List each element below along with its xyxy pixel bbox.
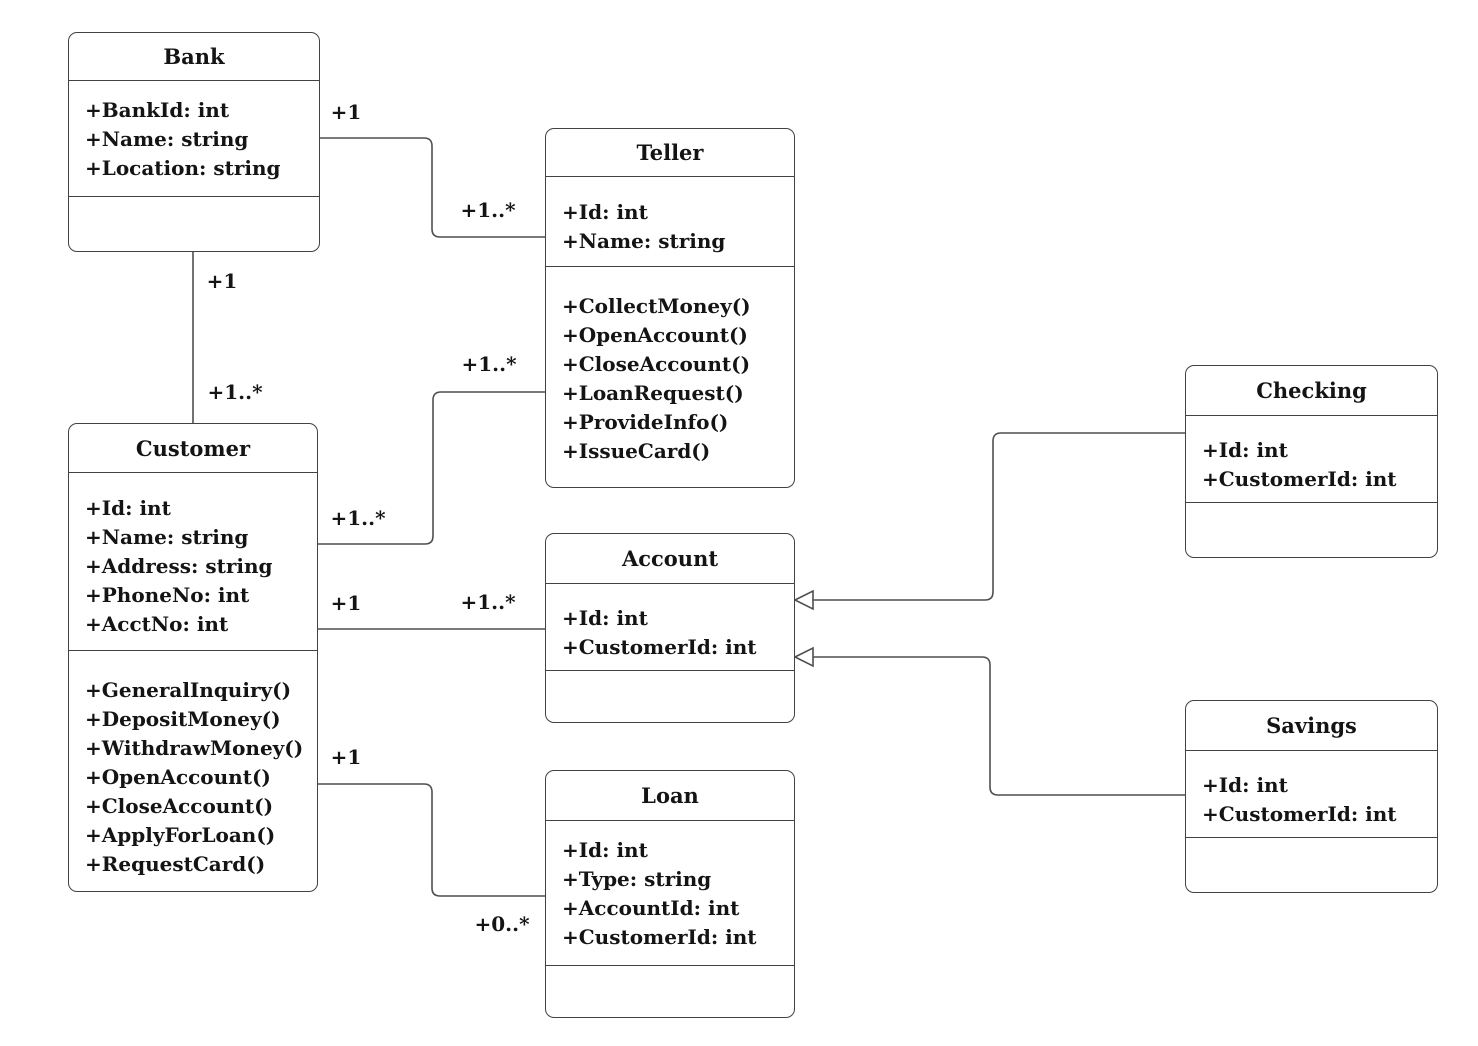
multiplicity-customer-account-source: +1 [330, 591, 362, 615]
attributes-compartment-savings: +Id: int +CustomerId: int [1186, 751, 1437, 838]
method-line: +WithdrawMoney() [85, 736, 304, 760]
attributes-compartment-account: +Id: int +CustomerId: int [546, 584, 794, 671]
method-line: +DepositMoney() [85, 707, 281, 731]
attribute-line: +Id: int [562, 838, 648, 862]
attributes-compartment-loan: +Id: int +Type: string +AccountId: int +… [546, 821, 794, 966]
multiplicity-customer-loan-target: +0..* [474, 912, 530, 936]
methods-compartment-account [546, 671, 794, 722]
multiplicity-bank-customer-target: +1..* [207, 380, 263, 404]
attributes-compartment-bank: +BankId: int +Name: string +Location: st… [69, 81, 319, 197]
generalization-checking-account [813, 432, 1185, 601]
class-box-account: Account +Id: int +CustomerId: int [545, 533, 795, 723]
method-line: +ApplyForLoan() [85, 823, 276, 847]
method-line: +IssueCard() [562, 439, 711, 463]
class-title-savings: Savings [1186, 701, 1437, 751]
class-box-teller: Teller +Id: int +Name: string +CollectMo… [545, 128, 795, 488]
attributes-compartment-customer: +Id: int +Name: string +Address: string … [69, 473, 317, 651]
multiplicity-customer-account-target: +1..* [460, 590, 516, 614]
attribute-line: +CustomerId: int [1202, 467, 1397, 491]
attribute-line: +Name: string [85, 127, 249, 151]
attribute-line: +Id: int [85, 496, 171, 520]
multiplicity-bank-teller-source: +1 [330, 100, 362, 124]
class-box-customer: Customer +Id: int +Name: string +Address… [68, 423, 318, 892]
methods-compartment-customer: +GeneralInquiry() +DepositMoney() +Withd… [69, 651, 317, 891]
methods-compartment-loan [546, 966, 794, 1017]
class-title-bank: Bank [69, 33, 319, 81]
class-box-bank: Bank +BankId: int +Name: string +Locatio… [68, 32, 320, 252]
attribute-line: +Id: int [1202, 438, 1288, 462]
generalization-arrowhead-savings [793, 646, 814, 668]
generalization-savings-account [813, 656, 1185, 796]
attribute-line: +Id: int [562, 200, 648, 224]
attribute-line: +Type: string [562, 867, 712, 891]
attribute-line: +CustomerId: int [562, 635, 757, 659]
class-box-checking: Checking +Id: int +CustomerId: int [1185, 365, 1438, 558]
method-line: +CloseAccount() [562, 352, 751, 376]
attribute-line: +PhoneNo: int [85, 583, 250, 607]
method-line: +RequestCard() [85, 852, 266, 876]
association-customer-loan [318, 783, 545, 897]
multiplicity-customer-teller-source: +1..* [330, 506, 386, 530]
method-line: +ProvideInfo() [562, 410, 729, 434]
attributes-compartment-checking: +Id: int +CustomerId: int [1186, 416, 1437, 503]
class-title-account: Account [546, 534, 794, 584]
attribute-line: +Name: string [562, 229, 726, 253]
class-title-checking: Checking [1186, 366, 1437, 416]
class-title-customer: Customer [69, 424, 317, 473]
methods-compartment-teller: +CollectMoney() +OpenAccount() +CloseAcc… [546, 267, 794, 487]
attribute-line: +Location: string [85, 156, 281, 180]
multiplicity-bank-customer-source: +1 [206, 269, 238, 293]
attribute-line: +BankId: int [85, 98, 230, 122]
methods-compartment-checking [1186, 503, 1437, 557]
multiplicity-customer-teller-target: +1..* [461, 352, 517, 376]
multiplicity-bank-teller-target: +1..* [460, 198, 516, 222]
method-line: +GeneralInquiry() [85, 678, 292, 702]
attribute-line: +AccountId: int [562, 896, 740, 920]
method-line: +OpenAccount() [85, 765, 271, 789]
attribute-line: +Address: string [85, 554, 273, 578]
attribute-line: +Name: string [85, 525, 249, 549]
multiplicity-customer-loan-source: +1 [330, 745, 362, 769]
method-line: +CloseAccount() [85, 794, 274, 818]
method-line: +LoanRequest() [562, 381, 744, 405]
method-line: +OpenAccount() [562, 323, 748, 347]
attribute-line: +CustomerId: int [562, 925, 757, 949]
attribute-line: +Id: int [562, 606, 648, 630]
method-line: +CollectMoney() [562, 294, 751, 318]
class-box-loan: Loan +Id: int +Type: string +AccountId: … [545, 770, 795, 1018]
association-bank-teller [320, 137, 545, 238]
methods-compartment-savings [1186, 838, 1437, 892]
class-title-teller: Teller [546, 129, 794, 177]
attribute-line: +CustomerId: int [1202, 802, 1397, 826]
class-box-savings: Savings +Id: int +CustomerId: int [1185, 700, 1438, 893]
association-customer-teller [318, 391, 545, 545]
attributes-compartment-teller: +Id: int +Name: string [546, 177, 794, 267]
attribute-line: +Id: int [1202, 773, 1288, 797]
generalization-arrowhead-checking [793, 589, 814, 611]
class-title-loan: Loan [546, 771, 794, 821]
methods-compartment-bank [69, 197, 319, 251]
attribute-line: +AcctNo: int [85, 612, 229, 636]
